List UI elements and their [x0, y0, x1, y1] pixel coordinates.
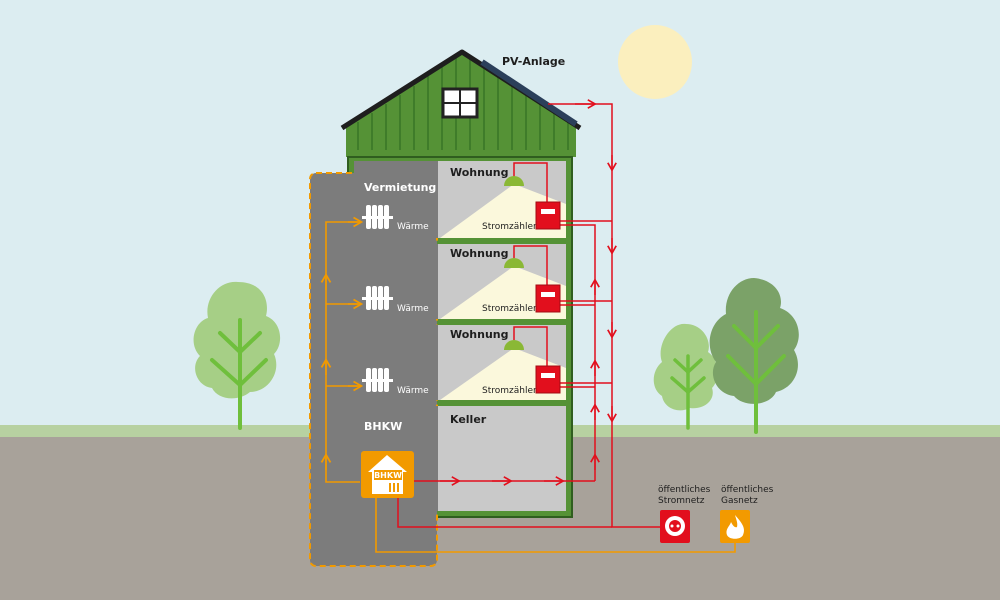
- lamp-icon: [504, 258, 524, 268]
- gas-grid-label-1: öffentliches: [721, 485, 774, 495]
- apartment-label: Wohnung: [450, 247, 509, 260]
- power-grid-label-1: öffentliches: [658, 485, 711, 495]
- eaves-band: [346, 150, 576, 157]
- pv-panel: [480, 59, 578, 127]
- apartment-label: Wohnung: [450, 166, 509, 179]
- meter-label: Stromzähler: [482, 304, 537, 314]
- floor-3: [354, 325, 566, 400]
- power-grid-label-2: Stromnetz: [658, 496, 705, 506]
- tree-icon: [653, 323, 718, 430]
- tree-icon: [193, 281, 281, 430]
- meter-label: Stromzähler: [482, 222, 537, 232]
- power-outlet-icon: [660, 510, 690, 543]
- meter-icon: [535, 284, 561, 313]
- lamp-icon: [504, 176, 524, 186]
- basement-label: Keller: [450, 413, 487, 426]
- meter-icon: [535, 201, 561, 230]
- sun-icon: [618, 25, 692, 99]
- bhkw-label: BHKW: [364, 420, 402, 433]
- rental-label: Vermietung: [364, 181, 436, 194]
- meter-icon: [535, 365, 561, 394]
- heat-label: Wärme: [397, 386, 429, 396]
- window-icon: [441, 87, 479, 119]
- heat-label: Wärme: [397, 222, 429, 232]
- radiator-icon: [362, 205, 393, 229]
- gas-flame-icon: [720, 510, 750, 543]
- radiator-icon: [362, 368, 393, 392]
- apartment-label: Wohnung: [450, 328, 509, 341]
- power-lines: [397, 99, 660, 528]
- gas-grid-label-2: Gasnetz: [721, 496, 758, 506]
- pv-label: PV-Anlage: [502, 55, 565, 68]
- floor-1: [354, 161, 566, 238]
- bhkw-icon: BHKW: [361, 451, 414, 498]
- lamp-icon: [504, 340, 524, 350]
- heat-lines: [320, 216, 736, 553]
- tree-icon: [709, 278, 799, 434]
- meter-label: Stromzähler: [482, 386, 537, 396]
- bhkw-icon-text: BHKW: [374, 471, 402, 480]
- radiator-icon: [362, 286, 393, 310]
- floor-2: [354, 244, 566, 319]
- heat-label: Wärme: [397, 304, 429, 314]
